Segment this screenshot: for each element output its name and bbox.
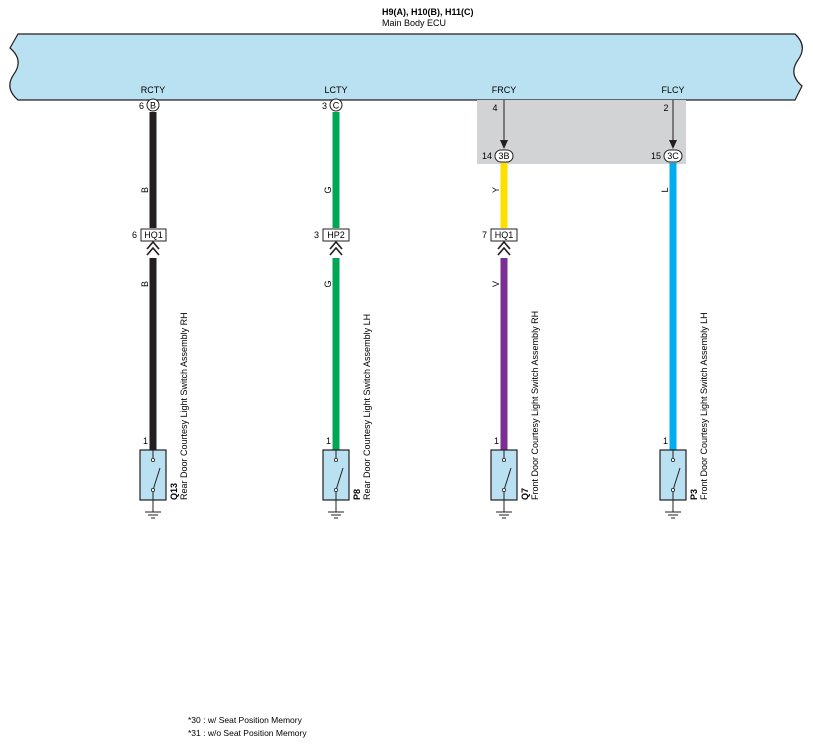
junction-connector-box bbox=[322, 228, 350, 242]
switch-name: Rear Door Courtesy Light Switch Assembly… bbox=[362, 314, 372, 500]
ecu-pin: 6 bbox=[139, 101, 144, 111]
switch-pin: 1 bbox=[663, 436, 668, 446]
junction-pin: 6 bbox=[132, 230, 137, 240]
junction-pin: 7 bbox=[482, 230, 487, 240]
wire-color-upper: G bbox=[323, 186, 333, 193]
ecu-name-label: Main Body ECU bbox=[382, 18, 446, 28]
ecu-connector-letter: B bbox=[150, 101, 156, 111]
switch-name: Front Door Courtesy Light Switch Assembl… bbox=[699, 312, 709, 500]
switch-code: Q7 bbox=[520, 488, 530, 500]
ground-icon bbox=[665, 500, 681, 519]
junction-name: HQ1 bbox=[495, 230, 514, 240]
ground-icon bbox=[328, 500, 344, 519]
connector-name: 3B bbox=[498, 151, 509, 161]
ecu-connector-letter: C bbox=[333, 101, 340, 111]
connector-pin: 14 bbox=[482, 151, 492, 161]
junction-connector-box bbox=[490, 228, 518, 242]
circuit-frcy: FRCY 4 3B 14 Y HQ1 7 V 1 Q7 Front D bbox=[482, 85, 540, 519]
footnote-30: *30 : w/ Seat Position Memory bbox=[188, 715, 302, 725]
switch-code: P3 bbox=[689, 489, 699, 500]
junction-name: HQ1 bbox=[144, 230, 163, 240]
switch-name: Rear Door Courtesy Light Switch Assembly… bbox=[179, 312, 189, 500]
circuit-flcy: FLCY 2 3C 15 L 1 P3 Front Door Courtesy … bbox=[651, 85, 709, 519]
switch-icon bbox=[322, 449, 350, 501]
arrow-down-icon bbox=[669, 140, 677, 149]
terminal-name: FRCY bbox=[492, 85, 517, 95]
wire-color-lower: B bbox=[140, 281, 150, 287]
junction-connector-box bbox=[140, 228, 167, 242]
junction-pin: 3 bbox=[314, 230, 319, 240]
switch-code: Q13 bbox=[169, 483, 179, 500]
wire-color-lower: G bbox=[323, 280, 333, 287]
circuit-lcty: LCTY 3 C G HP2 3 G 1 P8 Rear Door Courte… bbox=[314, 85, 372, 519]
ground-icon bbox=[496, 500, 512, 519]
wire-color-upper: Y bbox=[491, 187, 501, 193]
connector-name: 3C bbox=[667, 151, 679, 161]
junction-arrow-icon bbox=[497, 240, 511, 256]
switch-icon bbox=[659, 449, 687, 501]
ecu-pin-circle bbox=[329, 98, 343, 112]
connector-pin: 15 bbox=[651, 151, 661, 161]
ecu-connectors-label: H9(A), H10(B), H11(C) bbox=[382, 7, 474, 17]
connector-pill bbox=[663, 149, 683, 163]
ecu-pin: 4 bbox=[492, 103, 497, 113]
switch-name: Front Door Courtesy Light Switch Assembl… bbox=[530, 311, 540, 500]
switch-icon bbox=[490, 449, 518, 501]
arrow-down-icon bbox=[500, 140, 508, 149]
footnote-31: *31 : w/o Seat Position Memory bbox=[188, 728, 307, 738]
ground-icon bbox=[145, 500, 161, 519]
terminal-name: FLCY bbox=[661, 85, 684, 95]
ecu-pin-circle bbox=[146, 98, 160, 112]
ecu-body bbox=[9, 33, 803, 101]
ecu-pin: 3 bbox=[322, 101, 327, 111]
terminal-name: LCTY bbox=[324, 85, 347, 95]
switch-code: P8 bbox=[352, 489, 362, 500]
switch-pin: 1 bbox=[494, 436, 499, 446]
wire-color-upper: B bbox=[140, 187, 150, 193]
wire-color-upper: L bbox=[660, 187, 670, 192]
switch-icon bbox=[139, 449, 167, 501]
switch-pin: 1 bbox=[143, 436, 148, 446]
junction-arrow-icon bbox=[146, 240, 160, 256]
circuit-rcty: RCTY 6 B B HQ1 6 B 1 Q13 Rear Door Court… bbox=[132, 85, 189, 519]
junction-arrow-icon bbox=[329, 240, 343, 256]
junction-name: HP2 bbox=[327, 230, 345, 240]
switch-pin: 1 bbox=[326, 436, 331, 446]
terminal-name: RCTY bbox=[141, 85, 166, 95]
connector-pill bbox=[494, 149, 514, 163]
wire-color-lower: V bbox=[491, 281, 501, 287]
ecu-pin: 2 bbox=[663, 103, 668, 113]
